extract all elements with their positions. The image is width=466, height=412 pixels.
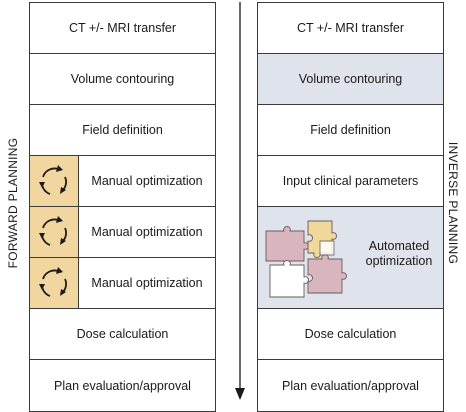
step-label: Dose calculation: [304, 327, 397, 341]
inverse-step-plan-evaluation: Plan evaluation/approval: [258, 360, 443, 411]
step-label: Volume contouring: [70, 72, 175, 86]
flow-arrow-head: [235, 388, 245, 400]
loop-cell: [30, 156, 79, 206]
step-label: Manual optimization: [91, 174, 203, 188]
inverse-planning-label: INVERSE PLANNING: [446, 141, 460, 265]
step-label: Field definition: [310, 123, 391, 137]
inverse-step-field-definition: Field definition: [258, 105, 443, 156]
inverse-step-ct-transfer: CT +/- MRI transfer: [258, 3, 443, 54]
forward-planning-label: FORWARD PLANNING: [6, 137, 20, 269]
puzzle-pieces-icon: [265, 220, 347, 298]
step-label: Dose calculation: [76, 327, 169, 341]
step-label: Volume contouring: [298, 72, 403, 86]
loop-cell: [30, 207, 79, 257]
forward-step-manual-optimization-2: Manual optimization: [30, 207, 215, 258]
forward-step-ct-transfer: CT +/- MRI transfer: [30, 3, 215, 54]
forward-step-manual-optimization-3: Manual optimization: [30, 258, 215, 309]
forward-step-dose-calculation: Dose calculation: [30, 309, 215, 360]
forward-step-volume-contouring: Volume contouring: [30, 54, 215, 105]
cycle-arrows-icon: [39, 216, 67, 246]
forward-planning-column: CT +/- MRI transfer Volume contouring Fi…: [29, 2, 216, 412]
automated-optimization-label: Automated optimization: [365, 239, 433, 268]
step-label: Manual optimization: [91, 276, 203, 290]
inverse-step-volume-contouring: Volume contouring: [258, 54, 443, 105]
step-label: Field definition: [82, 123, 163, 137]
inverse-planning-column: CT +/- MRI transfer Volume contouring Fi…: [257, 2, 444, 412]
step-label: Plan evaluation/approval: [282, 378, 419, 393]
cycle-arrows-icon: [39, 165, 67, 195]
forward-step-field-definition: Field definition: [30, 105, 215, 156]
loop-cell: [30, 258, 79, 308]
step-label: CT +/- MRI transfer: [68, 21, 177, 35]
forward-step-plan-evaluation: Plan evaluation/approval: [30, 360, 215, 411]
step-label: CT +/- MRI transfer: [296, 21, 405, 35]
step-label: Manual optimization: [91, 225, 203, 239]
step-label: Input clinical parameters: [282, 174, 419, 188]
cycle-arrows-icon: [39, 267, 67, 297]
inverse-step-automated-optimization: Automated optimization: [258, 207, 443, 309]
step-label: Plan evaluation/approval: [54, 378, 191, 393]
inverse-step-input-clinical-parameters: Input clinical parameters: [258, 156, 443, 207]
inverse-step-dose-calculation: Dose calculation: [258, 309, 443, 360]
forward-step-manual-optimization-1: Manual optimization: [30, 156, 215, 207]
flow-arrow: [235, 2, 245, 400]
